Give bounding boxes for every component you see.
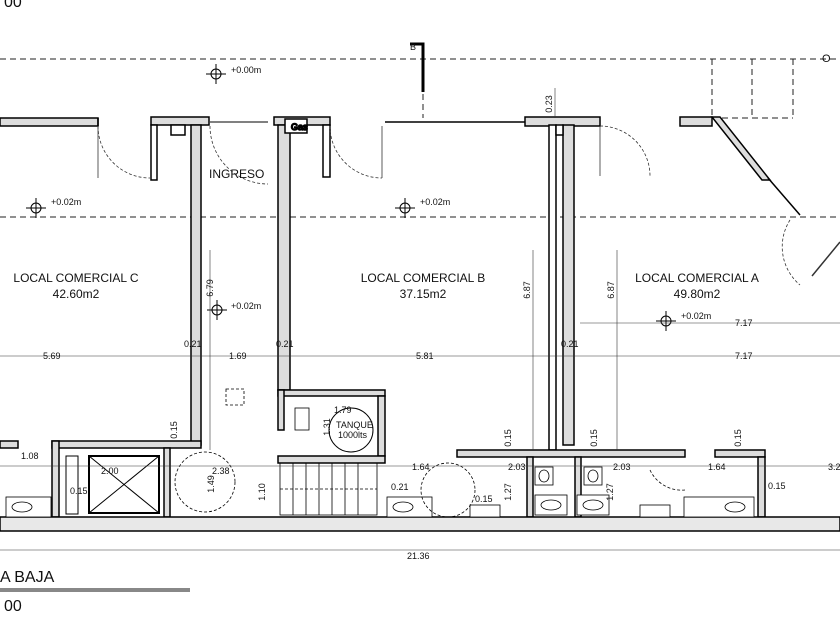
dim-6-87-b: 6.87 bbox=[606, 281, 616, 299]
room-b-area: 37.15m2 bbox=[400, 287, 447, 301]
dim-5-69: 5.69 bbox=[43, 351, 61, 361]
dim-0-15-a: 0.15 bbox=[169, 421, 179, 439]
dim-0-23: 0.23 bbox=[544, 95, 554, 113]
dim-0-15-c: 0.15 bbox=[589, 429, 599, 447]
dim-0-21-a: 0.21 bbox=[184, 339, 202, 349]
tank-label: TANQUE bbox=[336, 420, 373, 430]
level-4: +0.02m bbox=[231, 301, 261, 311]
dim-2-03-a: 2.03 bbox=[508, 462, 526, 472]
room-b-name: LOCAL COMERCIAL B bbox=[361, 271, 485, 285]
dim-21-36: 21.36 bbox=[407, 551, 430, 561]
level-1: +0.00m bbox=[231, 65, 261, 75]
dim-1-49: 1.49 bbox=[206, 475, 216, 493]
dim-1-79: 1.79 bbox=[334, 405, 352, 415]
fixtures bbox=[5, 388, 755, 518]
dim-0-21-c: 0.21 bbox=[561, 339, 579, 349]
dim-0-15-d: 0.15 bbox=[733, 429, 743, 447]
dashed-lines bbox=[0, 44, 840, 218]
dim-0-15-f: 0.15 bbox=[475, 494, 493, 504]
room-a-name: LOCAL COMERCIAL A bbox=[635, 271, 759, 285]
level-3: +0.02m bbox=[420, 197, 450, 207]
room-c-area: 42.60m2 bbox=[53, 287, 100, 301]
wall-c-b bbox=[150, 116, 210, 446]
water-tank: TANQUE 1000lts bbox=[294, 407, 374, 453]
svg-text:B: B bbox=[410, 42, 416, 52]
dim-0-21-b: 0.21 bbox=[276, 339, 294, 349]
dim-6-79: 6.79 bbox=[205, 279, 215, 297]
top-partial-label: 00 bbox=[4, 0, 22, 11]
gas-label: Gas bbox=[291, 122, 308, 132]
drawing-title: A BAJA bbox=[0, 569, 55, 586]
dim-1-10: 1.10 bbox=[257, 483, 267, 501]
top-right-marker: O bbox=[822, 53, 831, 65]
dim-6-87-a: 6.87 bbox=[522, 281, 532, 299]
dim-0-15-b: 0.15 bbox=[503, 429, 513, 447]
level-markers bbox=[26, 64, 676, 331]
dim-5-81: 5.81 bbox=[416, 351, 434, 361]
dim-0-21-d: 0.21 bbox=[391, 482, 409, 492]
drawing-scale: 00 bbox=[4, 598, 22, 615]
room-c-name: LOCAL COMERCIAL C bbox=[13, 271, 138, 285]
tank-capacity: 1000lts bbox=[338, 430, 368, 440]
wall-diagonal bbox=[710, 116, 801, 216]
dim-0-15-g: 0.15 bbox=[768, 481, 786, 491]
stairs bbox=[279, 462, 378, 516]
entrance-label: INGRESO bbox=[209, 167, 264, 181]
dim-2-00: 2.00 bbox=[101, 466, 119, 476]
front-wall bbox=[0, 116, 713, 127]
dim-1-64-b: 1.64 bbox=[708, 462, 726, 472]
dim-0-15-e: 0.15 bbox=[70, 486, 88, 496]
level-2: +0.02m bbox=[51, 197, 81, 207]
title-underline bbox=[0, 588, 190, 592]
dim-7-17-b: 7.17 bbox=[735, 351, 753, 361]
dim-3-2: 3.2 bbox=[828, 462, 840, 472]
dim-1-31: 1.31 bbox=[322, 418, 332, 436]
dim-1-08: 1.08 bbox=[21, 451, 39, 461]
dim-7-17-a: 7.17 bbox=[735, 318, 753, 328]
dim-1-27-b: 1.27 bbox=[605, 483, 615, 501]
dim-2-03-b: 2.03 bbox=[613, 462, 631, 472]
dim-1-64-a: 1.64 bbox=[412, 462, 430, 472]
doors bbox=[97, 125, 840, 286]
section-marker: B bbox=[410, 42, 425, 92]
dim-1-69: 1.69 bbox=[229, 351, 247, 361]
room-a-area: 49.80m2 bbox=[674, 287, 721, 301]
wall-b-left: Gas bbox=[273, 116, 331, 391]
level-5: +0.02m bbox=[681, 311, 711, 321]
dim-2-38: 2.38 bbox=[212, 466, 230, 476]
dim-1-27-a: 1.27 bbox=[503, 483, 513, 501]
wall-b-a bbox=[548, 124, 575, 451]
dimension-lines bbox=[0, 88, 840, 551]
elevator-shaft bbox=[65, 455, 160, 515]
